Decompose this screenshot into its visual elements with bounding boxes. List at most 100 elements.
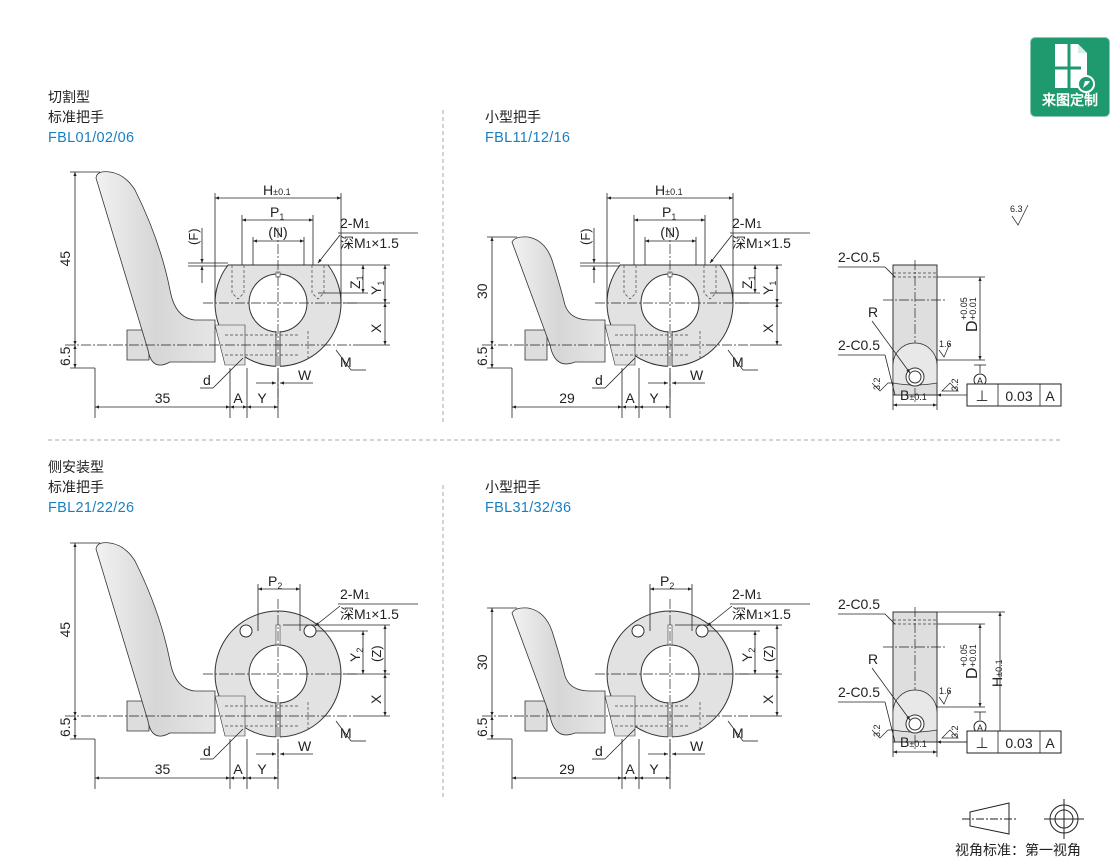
dim-Y-part: Y <box>649 390 659 406</box>
tapped-hole <box>239 624 253 638</box>
dim-D: D <box>964 320 981 332</box>
dim-Y2-part: 2 <box>747 648 757 653</box>
dim-offset-part: 6.5 <box>57 346 73 366</box>
perpendicularity-icon-part: ⊥ <box>975 735 988 752</box>
label-d: d <box>595 372 603 388</box>
label-2-M1-part: 2-M <box>340 586 364 602</box>
dim-length: 35 <box>155 390 171 406</box>
dim-B-part: ±0.1 <box>909 392 926 402</box>
section-header-side-small: 小型把手 FBL31/32/36 <box>485 478 571 518</box>
label-d-part: d <box>203 743 211 759</box>
datum-label-part: A <box>977 376 983 386</box>
dim-F: (F) <box>186 228 201 245</box>
perpendicularity-icon: ⊥ <box>975 388 988 405</box>
product-code[interactable]: FBL01/02/06 <box>48 130 135 146</box>
dim-D-upper-part: +0.05 <box>959 644 969 667</box>
roughness-side: 3.2 <box>872 377 882 390</box>
dim-length-part: 29 <box>559 390 575 406</box>
tapped-hole <box>695 624 709 638</box>
screw-hidden-line <box>225 331 309 359</box>
dim-W-part: W <box>298 367 312 383</box>
product-code[interactable]: FBL21/22/26 <box>48 500 135 516</box>
chamfer-label-part: 2-C0.5 <box>838 249 880 265</box>
dim-length: 29 <box>559 761 575 777</box>
chamfer-label-part: 2-C0.5 <box>838 596 880 612</box>
tapped-hole-hidden <box>703 265 717 300</box>
dim-X: X <box>368 323 384 333</box>
chamfer-label: 2-C0.5 <box>838 249 880 265</box>
projection-standard-label: 视角标准：第一视角 <box>955 843 1081 859</box>
datum-label-part: A <box>977 723 983 733</box>
label-d-part: d <box>595 743 603 759</box>
dim-handle-height: 45 <box>57 251 73 267</box>
label-depth: 深M1×1.5 <box>732 606 791 622</box>
label-2-M1-part: 2-M <box>732 215 756 231</box>
dim-N: (N) <box>268 224 287 240</box>
dim-offset: 6.5 <box>474 346 490 366</box>
custom-drawing-logo[interactable]: 来图定制 <box>1031 38 1109 116</box>
dim-offset-part: 6.5 <box>474 717 490 737</box>
dim-P2: P2 <box>660 573 674 591</box>
dim-length-part: 35 <box>155 390 171 406</box>
dim-H-part: H <box>263 182 273 198</box>
dim-X: X <box>368 694 384 704</box>
dim-handle-height-part: 30 <box>474 283 490 299</box>
label-M: M <box>340 354 352 370</box>
section-header-side: 侧安装型 标准把手 FBL21/22/26 <box>48 458 134 518</box>
label-M-part: M <box>732 354 744 370</box>
product-code[interactable]: FBL11/12/16 <box>485 130 571 146</box>
tolerance-value: 0.03 <box>1005 735 1032 751</box>
dim-Y1-part: 1 <box>768 281 778 286</box>
dim-Z: (Z) <box>369 645 384 662</box>
tolerance-datum: A <box>1045 388 1055 404</box>
dim-A-part: A <box>625 390 635 406</box>
dim-D: D <box>964 667 981 679</box>
leader <box>706 605 733 627</box>
chamfer-label: 2-C0.5 <box>838 337 880 353</box>
label-2-M1-part: 1 <box>364 591 370 602</box>
label-d: d <box>203 743 211 759</box>
dim-Y-part: Y <box>649 761 659 777</box>
dim-H-part: H <box>989 677 1005 687</box>
dim-X: X <box>760 694 776 704</box>
tolerance-datum: A <box>1045 735 1055 751</box>
roughness-side-part: 3.2 <box>872 724 882 737</box>
datum-label: A <box>977 376 983 386</box>
tapped-hole <box>303 624 317 638</box>
geometric-tolerance-frame <box>966 730 1062 754</box>
dim-H-part: ±0.1 <box>665 187 682 197</box>
label-d: d <box>203 372 211 388</box>
label-depth-part: 1 <box>758 240 764 251</box>
dim-handle-height-part: 45 <box>57 251 73 267</box>
product-code[interactable]: FBL31/32/36 <box>485 500 572 516</box>
dim-Y2-part: Y <box>347 652 363 662</box>
drawing-plus-icon <box>1055 44 1095 93</box>
dim-Y1: Y1 <box>368 281 386 295</box>
tolerance-value-part: 0.03 <box>1005 388 1032 404</box>
dim-handle-height-part: 30 <box>474 654 490 670</box>
dim-P2-part: 2 <box>277 581 282 591</box>
dim-F-part: (F) <box>186 228 201 245</box>
dim-D-lower-part: +0.01 <box>968 297 978 320</box>
tapped-hole <box>631 624 645 638</box>
screw-hidden-line <box>615 331 701 359</box>
dim-A-part: A <box>625 761 635 777</box>
dim-handle-height: 30 <box>474 654 490 670</box>
geometric-tolerance-frame <box>966 383 1062 407</box>
leader <box>314 605 341 627</box>
perpendicularity-icon: ⊥ <box>975 735 988 752</box>
dim-Z1-part: Z <box>739 280 755 289</box>
dim-handle-height-part: 45 <box>57 622 73 638</box>
dim-W-part: W <box>298 738 312 754</box>
dim-Z1-part: Z <box>347 280 363 289</box>
dim-N-part: (N) <box>660 224 679 240</box>
label-2-M1: 2-M1 <box>732 586 762 602</box>
chamfer-label: 2-C0.5 <box>838 596 880 612</box>
radius-label: R <box>868 304 878 320</box>
dim-Y2: Y2 <box>347 648 365 662</box>
roughness-side-part: 3.2 <box>950 725 960 738</box>
